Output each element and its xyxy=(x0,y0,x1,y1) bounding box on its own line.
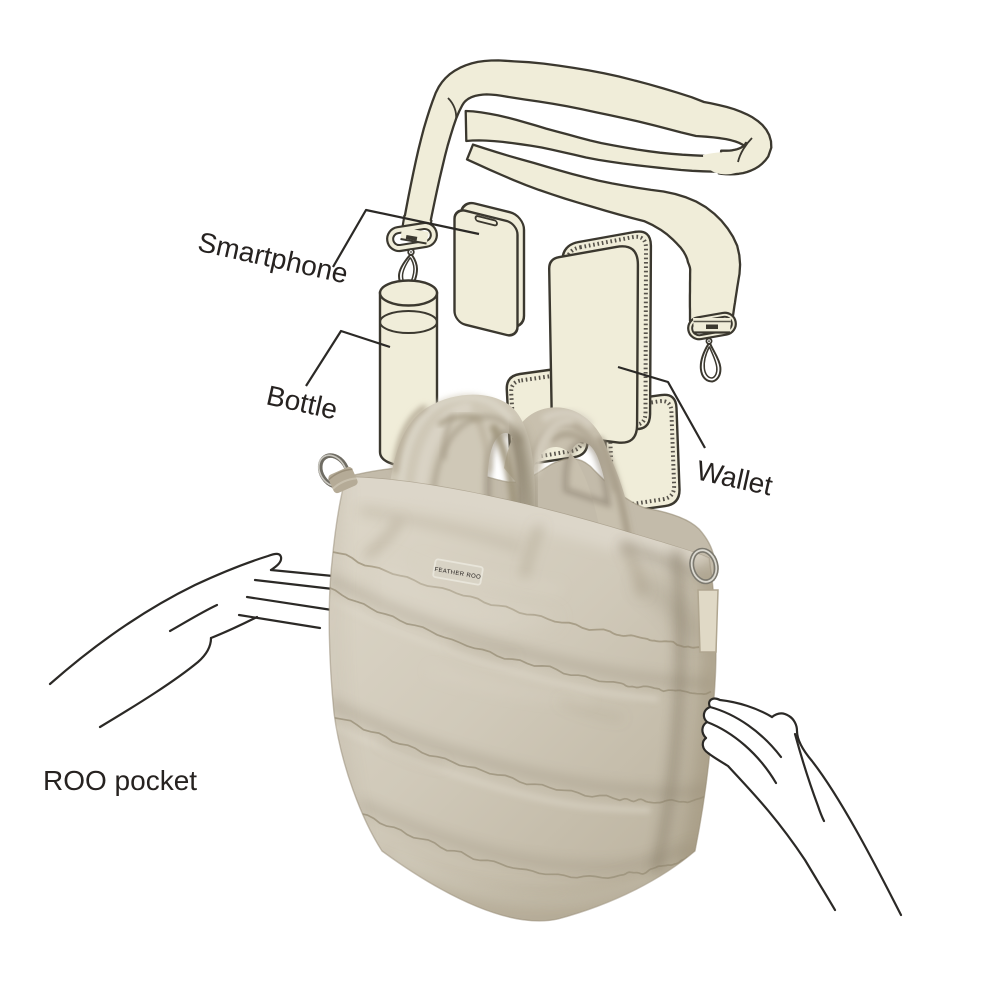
svg-text:Bottle: Bottle xyxy=(264,380,341,426)
svg-text:Wallet: Wallet xyxy=(694,455,776,502)
svg-text:ROO pocket: ROO pocket xyxy=(43,765,197,796)
svg-text:Smartphone: Smartphone xyxy=(195,226,351,289)
